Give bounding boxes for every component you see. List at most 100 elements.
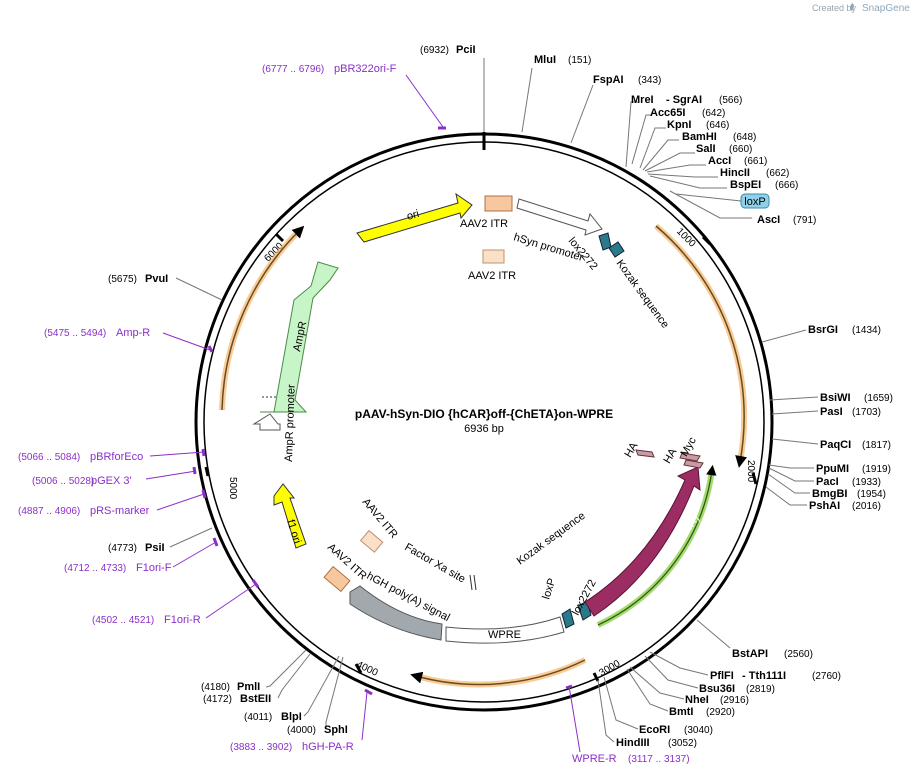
enzyme-psii[interactable]: PsiI	[145, 542, 165, 554]
ha-tag-2	[679, 452, 701, 462]
enzyme-mrei[interactable]: MreI	[631, 94, 654, 106]
enzyme-bspei[interactable]: BspEI	[730, 179, 761, 191]
primer-pgex3-pos: (5006 .. 5028)	[32, 476, 94, 487]
enzyme-tth111i[interactable]: - Tth111I	[742, 670, 786, 682]
enzyme-bmgbi[interactable]: BmgBI	[812, 488, 847, 500]
primer-prs-marker-pos: (4887 .. 4906)	[18, 506, 80, 517]
enzyme-bsteii[interactable]: BstEII	[240, 693, 271, 705]
ori-feature	[356, 192, 473, 243]
primer-prs-marker[interactable]: pRS-marker	[90, 505, 150, 517]
enzyme-nhei[interactable]: NheI	[685, 694, 709, 706]
enzyme-sphi-pos: (4000)	[287, 725, 316, 736]
enzyme-pmli-pos: (4180)	[201, 682, 230, 693]
hgh-polya-feature	[349, 585, 443, 641]
enzyme-leaders	[169, 58, 819, 743]
primer-wpre-r-pos: (3117 .. 3137)	[628, 754, 690, 765]
enzyme-pvui-pos: (5675)	[108, 274, 137, 285]
enzyme-pvui[interactable]: PvuI	[145, 273, 168, 285]
factor-xa-label: Factor Xa site	[403, 541, 468, 585]
f1-ori-feature	[273, 483, 307, 549]
primer-amp-r-pos: (5475 .. 5494)	[44, 328, 106, 339]
enzyme-mlui[interactable]: MluI	[534, 54, 556, 66]
arc-right	[655, 225, 747, 468]
chr2-feature	[584, 466, 701, 617]
primer-leaders	[145, 74, 581, 753]
enzyme-psii-pos: (4773)	[108, 543, 137, 554]
enzyme-acci-pos: (661)	[744, 156, 767, 167]
kozak-top	[608, 241, 625, 258]
enzyme-sgrai-pos: (566)	[719, 95, 742, 106]
snapgene-logo-icon	[850, 3, 854, 11]
enzyme-ecori[interactable]: EcoRI	[639, 724, 670, 736]
primer-f1ori-r[interactable]: F1ori-R	[164, 614, 201, 626]
credit-text: Created by	[812, 3, 857, 13]
arc-green	[597, 464, 717, 626]
loxp-leader	[675, 193, 742, 202]
enzyme-pasi[interactable]: PasI	[820, 406, 843, 418]
enzyme-pcii[interactable]: PciI	[456, 44, 476, 56]
primer-hgh-pa-r-pos: (3883 .. 3902)	[230, 742, 292, 753]
wpre-label: WPRE	[488, 629, 521, 641]
enzyme-bmti[interactable]: BmtI	[669, 706, 693, 718]
enzyme-pflfi[interactable]: PflFI	[710, 670, 734, 682]
loxp-bottom-label: loxP	[540, 577, 558, 601]
loxp-box-label: loxP	[744, 196, 765, 208]
enzyme-asci[interactable]: AscI	[757, 214, 780, 226]
enzyme-bsrgi[interactable]: BsrGI	[808, 324, 838, 336]
tick-marks	[204, 132, 758, 682]
primer-amp-r[interactable]: Amp-R	[116, 327, 150, 339]
enzyme-bsu36i-pos: (2819)	[746, 684, 775, 695]
enzyme-paci-pos: (1933)	[852, 477, 881, 488]
enzyme-bsu36i[interactable]: Bsu36I	[699, 683, 735, 695]
f1-ori-label: f1 ori	[284, 518, 303, 545]
kozak-top-label: Kozak sequence	[614, 258, 672, 331]
aav-itr-bottom	[323, 565, 351, 593]
primer-hgh-pa-r[interactable]: hGH-PA-R	[302, 741, 354, 753]
ha-tag-1	[635, 449, 655, 458]
enzyme-paqci[interactable]: PaqCI	[820, 439, 851, 451]
primer-wpre-r[interactable]: WPRE-R	[572, 753, 617, 765]
arc-left	[221, 225, 305, 411]
enzyme-sali[interactable]: SalI	[696, 143, 716, 155]
enzyme-bsrgi-pos: (1434)	[852, 325, 881, 336]
enzyme-acc65i[interactable]: Acc65I	[650, 107, 685, 119]
aav-itr-bottom-inner	[359, 529, 384, 553]
aav-itr-top-label: AAV2 ITR	[460, 218, 508, 230]
enzyme-paci[interactable]: PacI	[816, 476, 839, 488]
enzyme-bsteii-pos: (4172)	[203, 694, 232, 705]
enzyme-tth111i-pos: (2760)	[812, 671, 841, 682]
enzyme-sali-pos: (660)	[729, 144, 752, 155]
enzyme-blpi[interactable]: BlpI	[281, 711, 302, 723]
enzyme-nhei-pos: (2916)	[720, 695, 749, 706]
enzyme-sgrai[interactable]: - SgrAI	[666, 94, 702, 106]
ampr-promoter-label: AmpR promoter	[283, 384, 298, 462]
snapgene-brand: SnapGene	[862, 3, 910, 14]
enzyme-acci[interactable]: AccI	[708, 155, 731, 167]
kozak-bottom-label: Kozak sequence	[515, 510, 588, 568]
enzyme-ecori-pos: (3040)	[684, 725, 713, 736]
enzyme-hindiii[interactable]: HindIII	[616, 737, 650, 749]
primer-pbr322ori-f[interactable]: pBR322ori-F	[334, 63, 397, 75]
primer-pbr322ori-f-pos: (6777 .. 6796)	[262, 64, 324, 75]
primer-pbrforeco[interactable]: pBRforEco	[90, 451, 143, 463]
hsyn-promoter-feature	[516, 198, 603, 236]
enzyme-bstapi[interactable]: BstAPI	[732, 648, 768, 660]
enzyme-bamhi[interactable]: BamHI	[682, 131, 717, 143]
enzyme-pshai[interactable]: PshAI	[809, 500, 840, 512]
enzyme-ppumi[interactable]: PpuMI	[816, 463, 849, 475]
primer-f1ori-f-pos: (4712 .. 4733)	[64, 563, 126, 574]
enzyme-sphi[interactable]: SphI	[324, 724, 348, 736]
glow-arc-right	[654, 223, 748, 463]
plasmid-size: 6936 bp	[464, 423, 504, 435]
enzyme-bsiwi[interactable]: BsiWI	[820, 392, 851, 404]
enzyme-kpni[interactable]: KpnI	[667, 119, 691, 131]
enzyme-fspai[interactable]: FspAI	[593, 74, 624, 86]
enzyme-hincii[interactable]: HincII	[720, 167, 750, 179]
enzyme-pmli[interactable]: PmlI	[237, 681, 260, 693]
ha-label-2: HA	[661, 446, 679, 466]
primer-pgex3[interactable]: pGEX 3'	[91, 475, 132, 487]
enzyme-ppumi-pos: (1919)	[862, 464, 891, 475]
myc-tag	[683, 459, 704, 469]
tick-2000: 2000	[745, 460, 756, 483]
primer-f1ori-f[interactable]: F1ori-F	[136, 562, 172, 574]
